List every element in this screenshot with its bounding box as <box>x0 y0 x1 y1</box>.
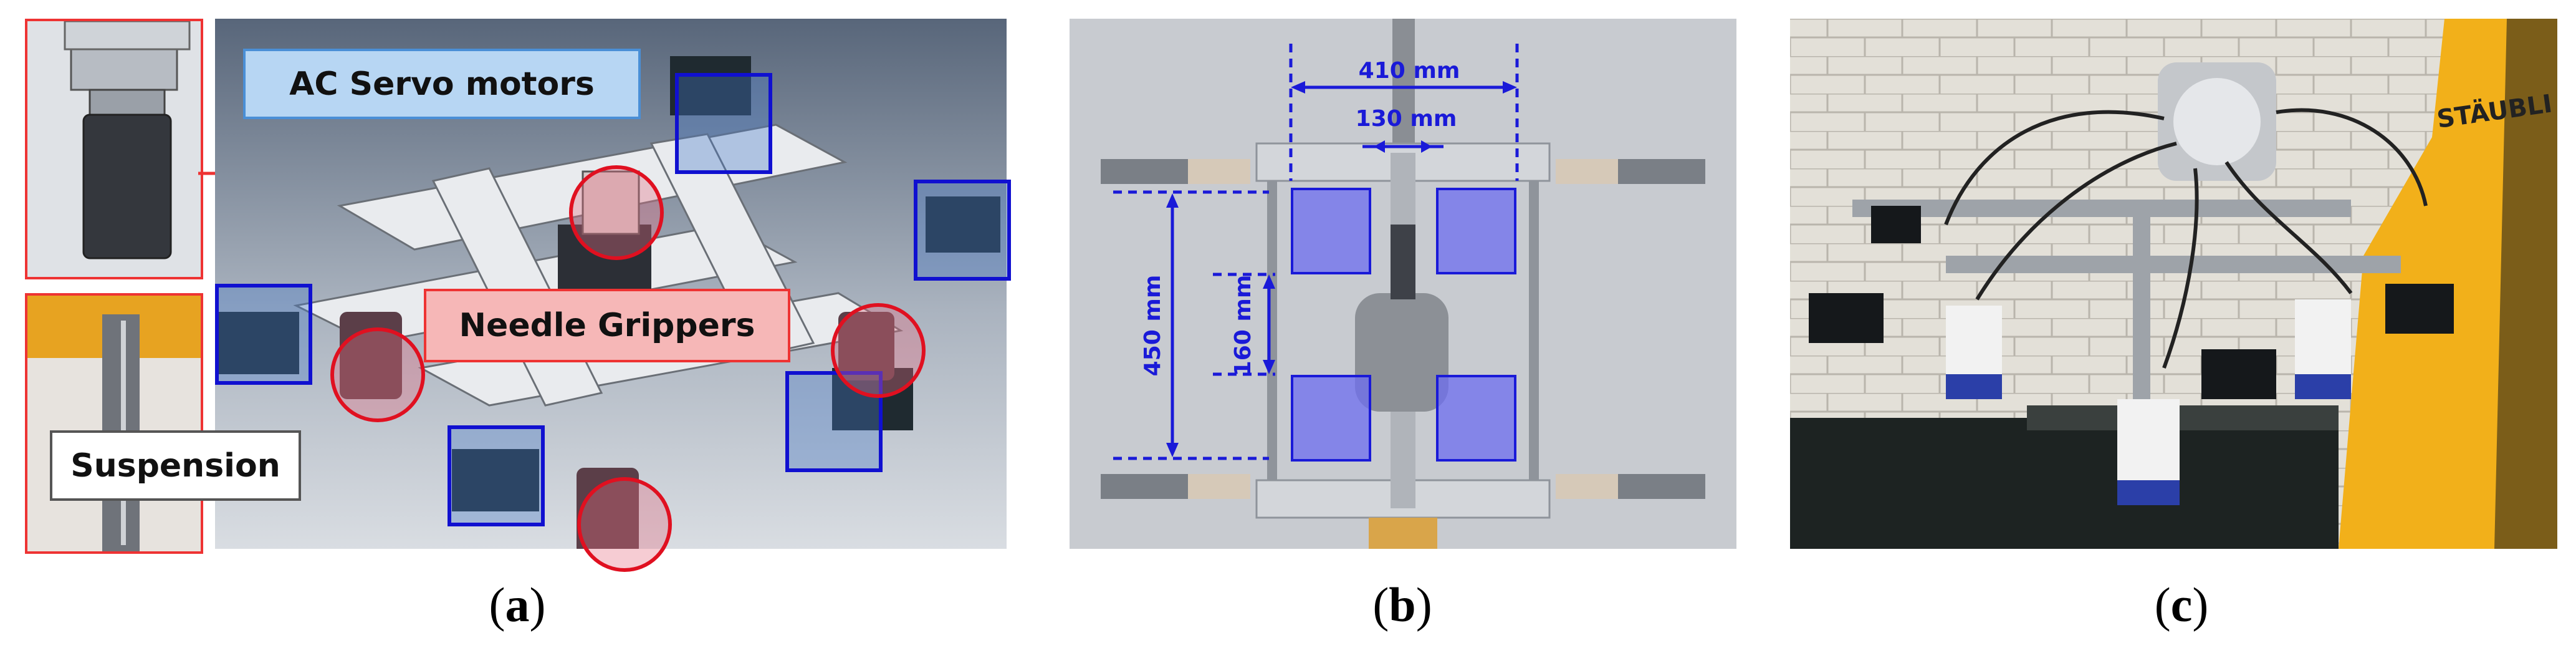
servo-box-top <box>675 73 772 174</box>
label-suspension: Suspension <box>50 430 301 501</box>
servo-box-left <box>215 284 312 385</box>
suspension-detail-drawing <box>27 296 201 551</box>
label-ac-servo-motors: AC Servo motors <box>243 49 641 119</box>
robot-photo: STÄUBLI <box>1790 19 2557 549</box>
caption-a: (a) <box>489 578 546 632</box>
gripper-circle-left <box>330 327 425 422</box>
caption-b: (b) <box>1372 578 1432 632</box>
dim-width-inner: 130 mm <box>1356 106 1457 132</box>
dim-height-inner: 160 mm <box>1230 275 1256 377</box>
label-needle-grippers: Needle Grippers <box>424 289 790 362</box>
frame-top-view: 410 mm 130 mm 450 mm 160 mm <box>1101 19 1705 549</box>
top-view-drawing: 410 mm 130 mm 450 mm 160 mm <box>1070 19 1736 549</box>
inset-suspension-detail <box>25 293 203 554</box>
dim-width-outer: 410 mm <box>1359 58 1460 84</box>
gripper-circle-bottom <box>577 477 672 572</box>
servo-box-bottom <box>448 425 545 526</box>
caption-c: (c) <box>2154 578 2209 632</box>
gripper-circle-center <box>569 165 664 260</box>
servo-box-right <box>914 180 1011 281</box>
gripper-detail-drawing <box>64 21 191 259</box>
gripper-circle-right <box>831 303 926 398</box>
dim-height-outer: 450 mm <box>1140 275 1166 377</box>
robot-photo-drawing: STÄUBLI <box>1790 19 2557 549</box>
inset-gripper-detail <box>25 19 203 279</box>
